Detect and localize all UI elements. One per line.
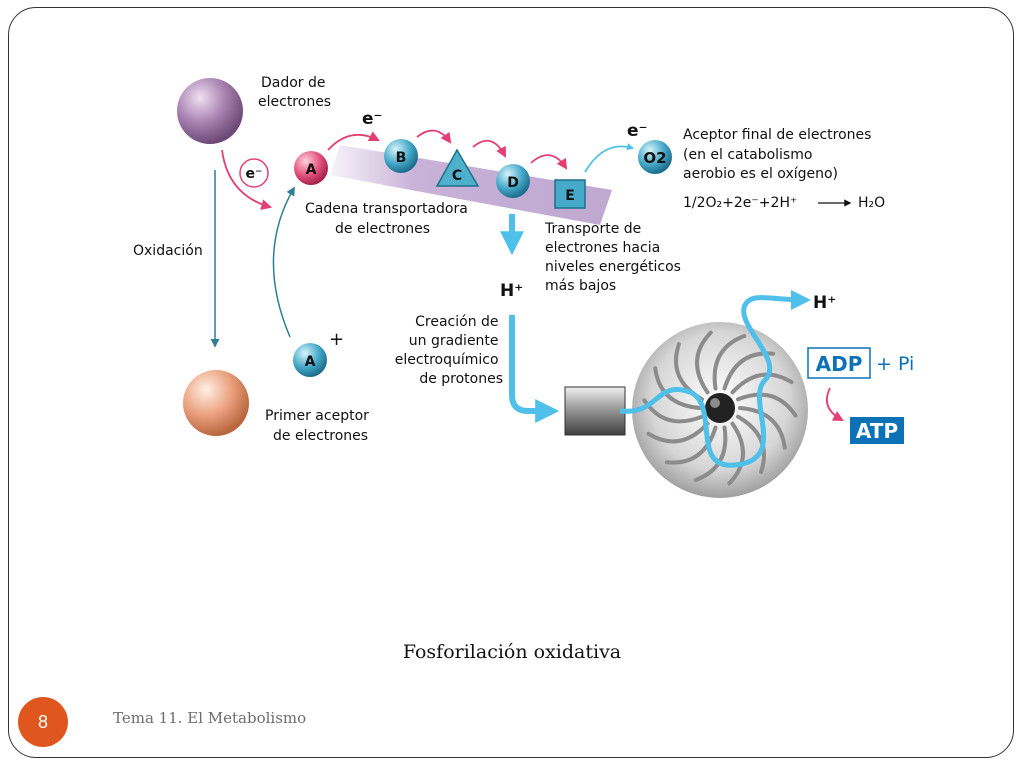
turbine-blade — [695, 330, 713, 395]
carrier-a-plus-charge: + — [329, 329, 344, 350]
carrier-c-label: C — [452, 168, 462, 184]
carrier-a-plus-label: A — [305, 354, 316, 370]
adp-to-atp-arrow — [826, 387, 844, 422]
carrier-b-label: B — [396, 150, 407, 166]
oxygen-acceptor — [638, 140, 672, 174]
carrier-e-label: E — [565, 188, 575, 204]
footer-text: Tema 11. El Metabolismo — [113, 709, 307, 727]
turbine-proton-label: H⁺ — [813, 293, 836, 313]
slide-frame — [8, 7, 1014, 758]
equation-reactants: 1/2O₂+2e⁻+2H⁺ — [683, 195, 797, 211]
atp-box — [850, 417, 904, 444]
carrier-c — [435, 148, 480, 187]
turbine-blade — [693, 425, 728, 482]
carrier-b — [384, 139, 418, 173]
turbine-hub — [705, 393, 735, 423]
turbine-blade — [646, 421, 710, 444]
figure-caption: Fosforilación oxidativa — [402, 641, 622, 663]
e-to-o2-arrow — [584, 143, 635, 173]
oxidation-label: Oxidación — [133, 243, 203, 259]
turbine-blade — [727, 421, 745, 486]
gradient-label: Creación de un gradiente electroquímico … — [395, 314, 503, 387]
carrier-e — [554, 179, 586, 209]
donor-to-a-arrow — [221, 149, 273, 210]
final-acceptor-label: Aceptor final de electrones (en el catab… — [683, 127, 876, 182]
turbine-blade — [736, 392, 798, 418]
proton-flow-arrow — [509, 315, 560, 423]
c-to-d-arrow — [472, 139, 506, 158]
first-acceptor-sphere — [183, 370, 249, 436]
proton-inlet-pipe — [564, 386, 626, 436]
turbine-blade — [738, 406, 787, 450]
turbine-blade — [730, 372, 794, 395]
page-number-badge: 8 — [18, 697, 68, 747]
oxygen-label: O2 — [643, 149, 666, 167]
carrier-d — [496, 164, 530, 198]
electron-badge — [239, 158, 269, 188]
a-plus-to-a-arrow — [272, 186, 295, 338]
proton-label: H⁺ — [500, 281, 523, 301]
b-to-c-arrow — [416, 129, 452, 144]
d-to-e-arrow — [530, 154, 568, 170]
a-to-b-arrow — [327, 131, 380, 151]
turbine-hub-highlight — [710, 398, 720, 408]
carrier-d-label: D — [507, 175, 519, 191]
donor-label: Dador de electrones — [258, 75, 331, 110]
turbine-blade — [712, 334, 747, 391]
electron-donor-sphere — [177, 78, 243, 144]
transport-label: Transporte de electrones hacia niveles e… — [544, 221, 685, 294]
carrier-a-label: A — [306, 162, 317, 178]
pi-label: + Pi — [876, 353, 914, 375]
adp-box — [807, 347, 871, 379]
first-acceptor-label: Primer aceptor de electrones — [265, 408, 373, 444]
proton-turbine-path — [619, 289, 811, 468]
atp-label: ATP — [856, 419, 898, 443]
turbine-blade — [664, 425, 718, 465]
equation-product: H₂O — [858, 195, 885, 211]
carrier-a-plus — [293, 343, 327, 377]
chain-electron-label: e⁻ — [362, 109, 383, 129]
turbine-blade — [653, 366, 702, 410]
o2-electron-label: e⁻ — [627, 121, 648, 141]
adp-label: ADP — [816, 352, 863, 376]
carrier-a — [294, 151, 328, 185]
chain-label: Cadena transportadora de electrones — [305, 201, 472, 237]
electron-badge-label: e⁻ — [246, 166, 263, 182]
